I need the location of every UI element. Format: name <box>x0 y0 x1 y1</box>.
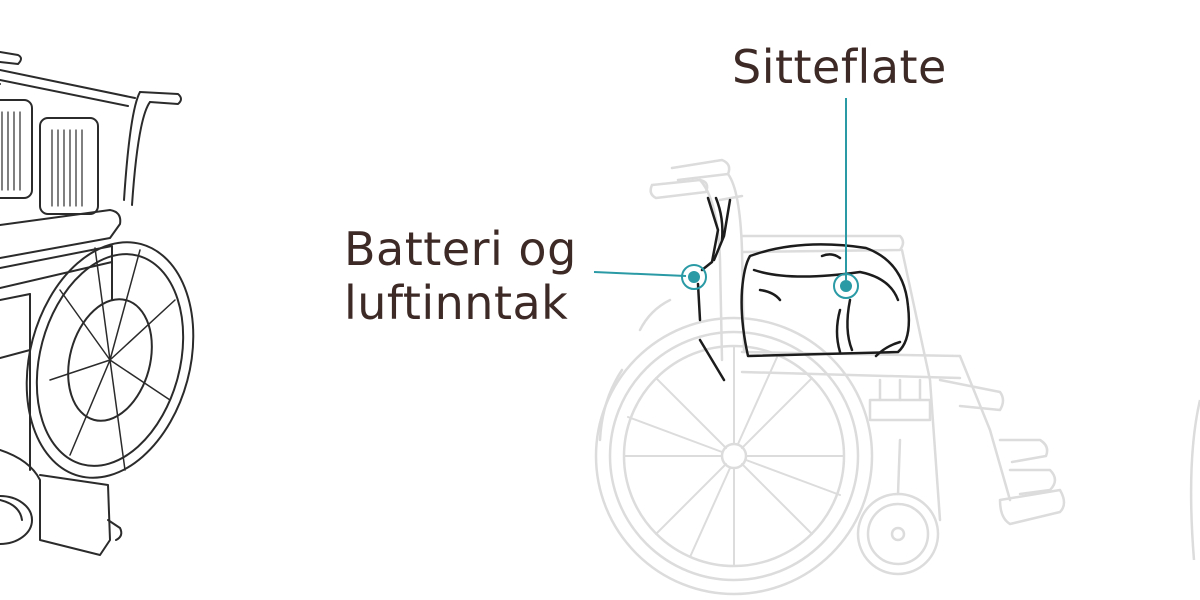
seat-callout-label: Sitteflate <box>732 40 947 94</box>
seat-marker-icon <box>833 273 859 299</box>
right-wheelchair-fragment-icon <box>1189 399 1200 561</box>
seat-cushion-icon <box>696 196 911 382</box>
battery-callout-label-line1: Batteri og <box>344 222 577 276</box>
battery-callout-label-line2: luftinntak <box>344 276 569 330</box>
battery-callout-line <box>593 264 707 290</box>
left-wheelchair-icon <box>0 51 195 556</box>
seat-callout-line <box>833 98 859 299</box>
battery-callout-label: Batteri og luftinntak <box>344 222 577 330</box>
center-wheelchair-icon <box>594 158 1066 596</box>
battery-marker-icon <box>681 264 707 290</box>
